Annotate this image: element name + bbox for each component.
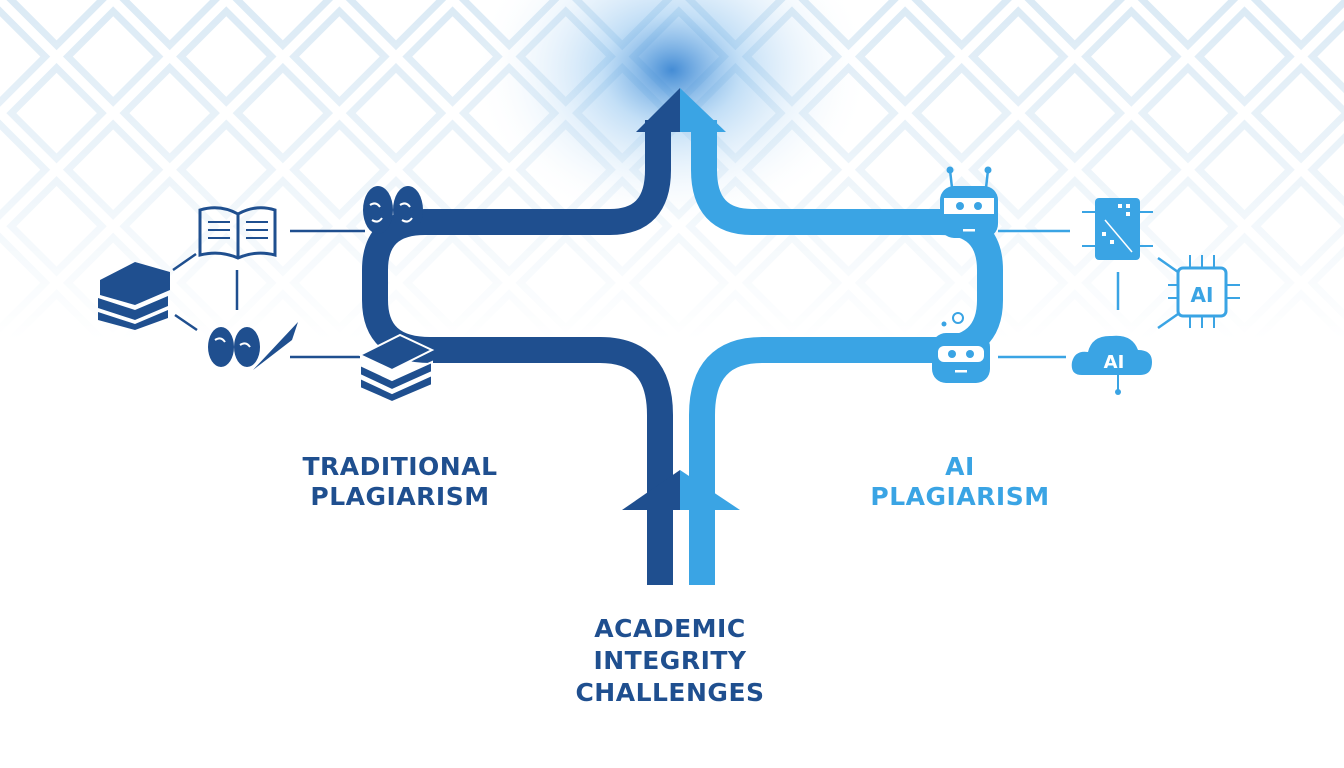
arrowhead-top-light (680, 88, 726, 132)
ai-chip-icon: AI (1168, 255, 1240, 328)
traditional-plagiarism-label: TRADITIONAL PLAGIARISM (280, 452, 520, 512)
ai-plagiarism-label: AI PLAGIARISM (850, 452, 1070, 512)
open-book-icon (198, 206, 277, 260)
label-line: INTEGRITY (593, 646, 747, 675)
traditional-path (362, 88, 680, 585)
robot-icon (940, 166, 998, 238)
book-stack-icon (98, 262, 170, 330)
arrowhead-bottom-light (680, 470, 740, 510)
brain-quill-icon (208, 322, 298, 370)
ai-cloud-text: AI (1104, 352, 1125, 373)
right-connectors (998, 229, 1179, 359)
academic-integrity-label: ACADEMIC INTEGRITY CHALLENGES (540, 613, 800, 709)
ai-cloud-icon: AI (1071, 335, 1152, 395)
paper-stack-icon (357, 333, 435, 404)
left-connectors (172, 229, 365, 359)
brain-icon (363, 186, 423, 234)
label-line: PLAGIARISM (870, 482, 1050, 511)
ai-path (680, 88, 1003, 585)
circuit-chip-icon (1082, 198, 1153, 260)
label-line: ACADEMIC (594, 614, 746, 643)
label-line: CHALLENGES (575, 678, 765, 707)
arrowhead-top-dark (636, 88, 680, 132)
ai-chip-text: AI (1191, 283, 1214, 307)
robot-icon (932, 312, 990, 383)
label-line: TRADITIONAL (302, 452, 498, 481)
arrowhead-bottom-dark (622, 470, 680, 510)
label-line: AI (945, 452, 975, 481)
label-line: PLAGIARISM (310, 482, 490, 511)
